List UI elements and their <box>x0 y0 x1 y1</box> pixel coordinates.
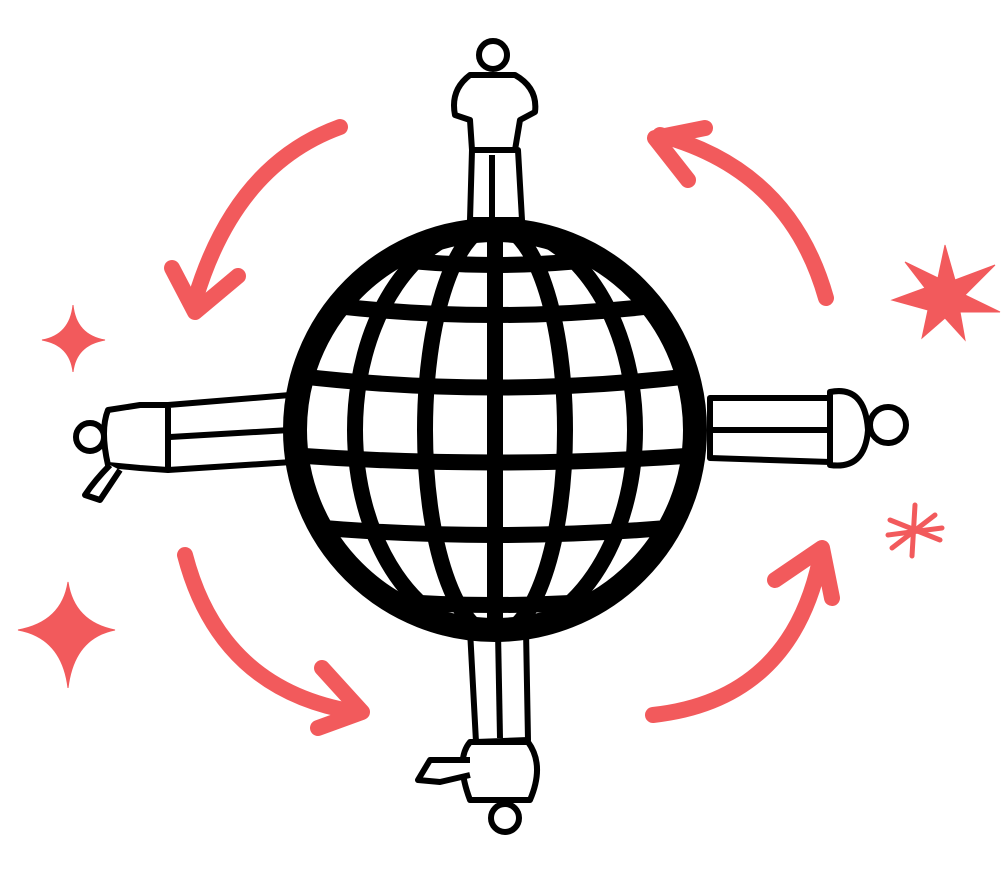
person-right-icon <box>707 388 909 469</box>
asterisk-icon <box>885 502 945 559</box>
arrow-bottom-left-icon <box>177 547 370 736</box>
sparkle-icon <box>41 304 106 373</box>
person-top-icon <box>451 38 539 223</box>
star-icon <box>890 244 1001 342</box>
person-bottom-icon <box>415 627 540 835</box>
rotation-arrows <box>164 119 840 736</box>
sparkle-large-icon <box>17 581 116 689</box>
person-left-icon <box>73 392 295 503</box>
arrow-bottom-right-icon <box>645 540 840 723</box>
decorations <box>17 244 1001 689</box>
people <box>73 38 909 835</box>
globe-icon <box>283 218 707 642</box>
arrow-top-right-icon <box>647 120 834 306</box>
arrow-top-left-icon <box>164 119 348 320</box>
